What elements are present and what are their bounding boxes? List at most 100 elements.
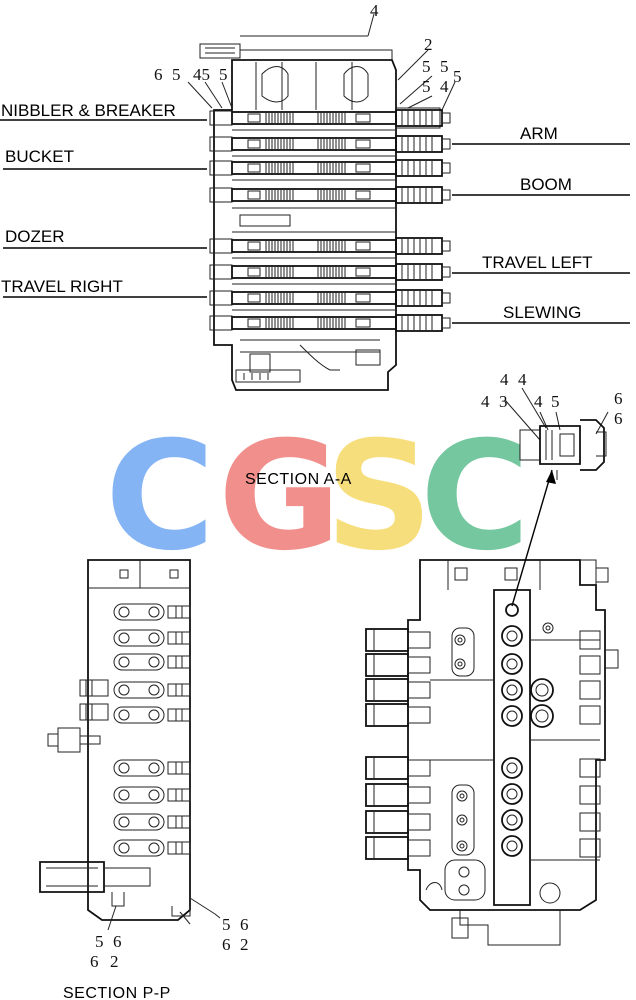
spool-row: [209, 263, 451, 281]
part-number: 5: [422, 57, 431, 76]
spool-row: [209, 109, 451, 127]
section-aa-title: SECTION A-A: [245, 471, 352, 488]
part-number: 4: [500, 370, 509, 389]
watermark: C G S C: [105, 410, 530, 584]
front-spool-cap: [365, 836, 601, 860]
front-spool-cap: [365, 756, 601, 780]
part-number: 3: [499, 392, 508, 411]
watermark-letter-g: G: [218, 410, 341, 584]
part-number: 6: [614, 409, 623, 428]
detail-arrow: [505, 469, 556, 617]
pp-port: [113, 759, 191, 777]
front-plug: [454, 634, 466, 646]
front-plug: [454, 658, 466, 670]
left-leader-lines: [0, 119, 207, 298]
top-valve-assembly: [199, 43, 451, 391]
label-nibbler-breaker: NIBBLER & BREAKER: [1, 101, 176, 120]
part-number: 6: [154, 65, 163, 84]
part-number: 4: [440, 77, 449, 96]
part-number: 45: [193, 65, 210, 84]
part-numbers-top: 4 2 6 5 45 5 5 5 5 4 5: [154, 1, 462, 96]
pp-side-fitting: [79, 703, 109, 721]
front-spool-cap: [365, 810, 601, 834]
part-number: 5: [551, 392, 560, 411]
part-number: 6: [614, 389, 623, 408]
right-leader-lines: [452, 143, 630, 324]
pp-port: [113, 629, 191, 647]
front-spool-cap: [365, 653, 601, 677]
pp-port: [113, 839, 191, 857]
part-number: 4: [534, 392, 543, 411]
label-slewing: SLEWING: [503, 303, 581, 322]
part-number: 2: [240, 935, 249, 954]
pp-port: [113, 653, 191, 671]
section-pp-title: SECTION P-P: [63, 985, 171, 1000]
spool-row: [209, 314, 451, 332]
front-port: [530, 678, 554, 702]
part-number: 2: [110, 952, 119, 971]
left-labels: NIBBLER & BREAKER BUCKET DOZER TRAVEL RI…: [1, 101, 176, 296]
front-port: [501, 679, 523, 701]
front-spool-cap: [365, 783, 601, 807]
label-boom: BOOM: [520, 175, 572, 194]
front-plug: [456, 790, 468, 802]
front-valve-view: [365, 559, 619, 946]
front-port: [501, 835, 523, 857]
front-spool-cap: [365, 703, 601, 727]
part-number: 5: [95, 932, 104, 951]
part-number: 4: [518, 370, 527, 389]
section-pp-view: 5 6 6 2 5 6 6 2: [39, 559, 249, 971]
front-spool-cap: [365, 678, 601, 702]
part-number: 5: [172, 65, 181, 84]
part-number: 5: [222, 915, 231, 934]
spool-row: [209, 135, 451, 153]
pp-port: [113, 786, 191, 804]
part-number-leaders: [187, 13, 456, 111]
front-port: [530, 704, 554, 728]
front-port: [501, 653, 523, 675]
front-port: [501, 809, 523, 831]
pp-side-fitting: [79, 679, 109, 697]
pp-port: [113, 681, 191, 699]
front-spool-cap: [365, 628, 601, 652]
front-port: [501, 705, 523, 727]
label-travel-right: TRAVEL RIGHT: [1, 277, 123, 296]
part-number: 6: [90, 952, 99, 971]
spool-row: [209, 186, 451, 204]
front-plug: [456, 814, 468, 826]
part-number: 5: [219, 65, 228, 84]
label-bucket: BUCKET: [5, 147, 74, 166]
spool-rows: [209, 109, 451, 332]
pp-port: [113, 603, 191, 621]
part-number: 6: [113, 932, 122, 951]
pp-ports: [79, 603, 191, 857]
part-number: 5: [453, 67, 462, 86]
right-labels: ARM BOOM TRAVEL LEFT SLEWING: [482, 124, 593, 322]
pp-port: [113, 706, 191, 724]
front-spools: [365, 628, 601, 860]
part-number: 4: [370, 1, 379, 20]
part-number: 4: [481, 392, 490, 411]
label-arm: ARM: [520, 124, 558, 143]
part-number: 6: [240, 915, 249, 934]
spool-row: [209, 289, 451, 307]
part-number: 5: [422, 77, 431, 96]
front-port: [501, 625, 523, 647]
front-plug: [456, 840, 468, 852]
watermark-letter-s: S: [325, 410, 433, 584]
front-ports: [451, 622, 554, 857]
front-port: [501, 783, 523, 805]
front-port: [501, 757, 523, 779]
label-dozer: DOZER: [5, 227, 65, 246]
spool-row: [209, 237, 451, 255]
watermark-letter-c1: C: [105, 410, 215, 584]
detail-view: 4 4 4 3 4 5 6 6: [481, 370, 623, 480]
watermark-letter-c2: C: [420, 410, 530, 584]
pp-port: [113, 813, 191, 831]
front-plug: [542, 622, 554, 634]
part-number: 2: [424, 35, 433, 54]
label-travel-left: TRAVEL LEFT: [482, 253, 593, 272]
part-number: 6: [222, 935, 231, 954]
